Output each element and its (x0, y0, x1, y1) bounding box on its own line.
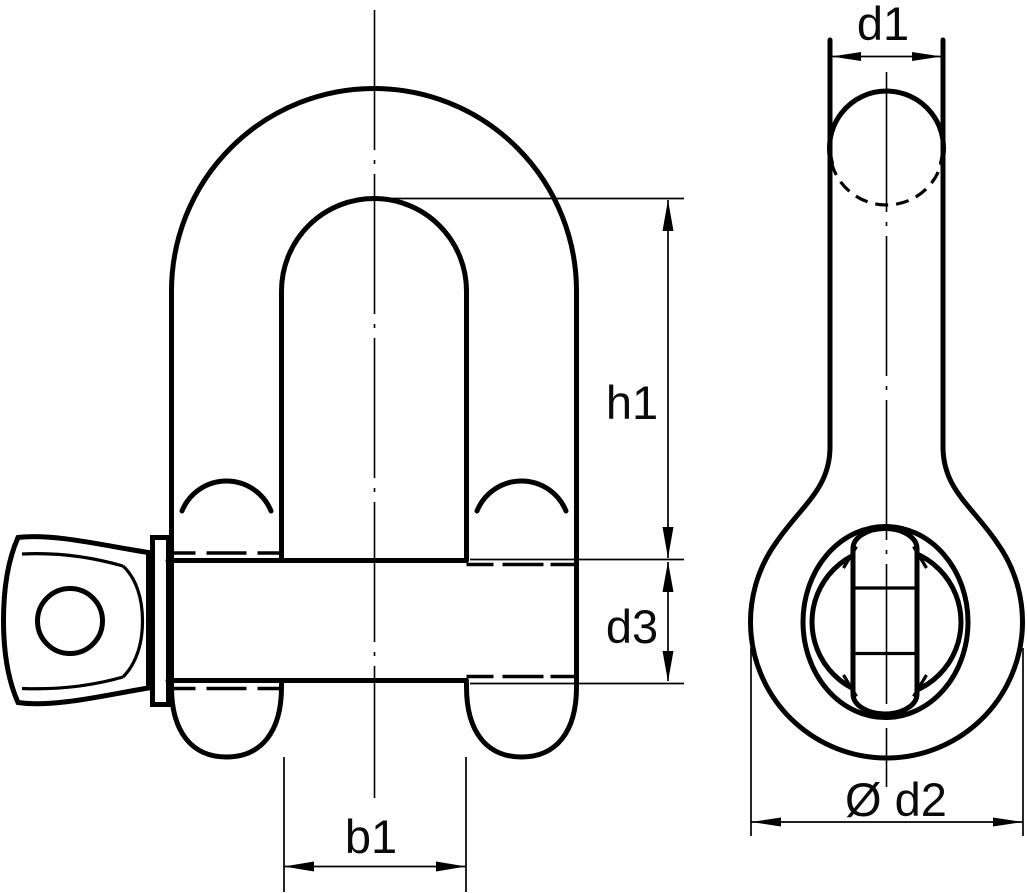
pin-head-hole (35, 586, 105, 656)
pin-head-inner-bottom-line (21, 675, 124, 691)
pin-collar (150, 535, 171, 707)
dim-d1: d1 (831, 0, 942, 61)
b1-arrow-left (284, 861, 314, 872)
d1-arrow-left (831, 52, 861, 61)
b1-label: b1 (345, 810, 397, 863)
d3-arrow-up (662, 561, 674, 592)
shank-left-edge (774, 37, 833, 545)
d3-arrow-down (662, 651, 674, 682)
pin-head-outline (0, 534, 151, 707)
pin-chamfer-top-left (842, 545, 858, 569)
shank-right-edge (940, 37, 999, 545)
center-lines (373, 10, 888, 798)
d1-label: d1 (857, 0, 909, 50)
screw-pin-front (0, 534, 577, 707)
d1-arrow-right (912, 52, 942, 61)
pin-head-inner-top-line (21, 552, 124, 568)
dim-d2: Ø d2 (750, 648, 1024, 836)
dim-h1: h1 (377, 197, 684, 558)
right-eye-boss-arc (474, 478, 569, 514)
d2-label: Ø d2 (845, 773, 947, 826)
h1-label: h1 (606, 376, 658, 429)
front-view (0, 86, 579, 760)
dimensions: d1 h1 d3 b1 (283, 0, 1024, 892)
dim-d3: d3 (470, 558, 684, 685)
h1-arrow-down (662, 527, 674, 558)
d3-label: d3 (606, 600, 658, 653)
right-leg-bottom (464, 680, 579, 760)
pin-chamfer-top-right (912, 545, 928, 569)
dim-b1: b1 (283, 757, 467, 892)
left-leg-bottom (169, 680, 284, 760)
h1-arrow-up (662, 200, 674, 231)
left-eye-boss-arc (179, 478, 274, 514)
d2-arrow-left (751, 817, 781, 827)
pin-head-inner-arc (121, 564, 145, 679)
pin-end-side (850, 526, 920, 717)
d2-arrow-right (993, 817, 1023, 827)
b1-arrow-right (436, 861, 466, 872)
pin-chamfer-bottom-right (912, 674, 928, 698)
pin-chamfer-bottom-left (842, 674, 858, 698)
